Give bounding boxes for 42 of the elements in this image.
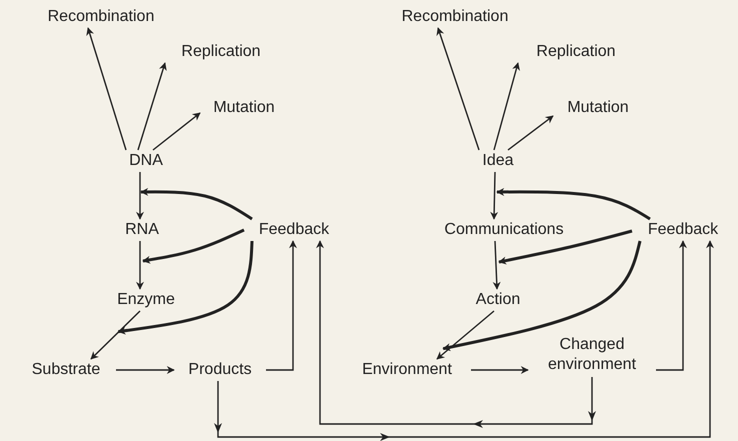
node-label: Replication bbox=[181, 42, 261, 62]
arrow bbox=[140, 188, 253, 220]
arrow bbox=[492, 240, 501, 290]
node-label: Products bbox=[188, 360, 252, 380]
arrow bbox=[508, 115, 554, 151]
arrow bbox=[496, 188, 651, 220]
node-label: Feedback bbox=[258, 220, 330, 240]
node-label: Enzyme bbox=[117, 290, 175, 310]
arrow bbox=[90, 310, 140, 360]
arrow bbox=[86, 27, 127, 150]
arrow bbox=[118, 240, 254, 335]
arrow bbox=[136, 241, 144, 290]
arrow bbox=[217, 240, 714, 438]
node-label: Idea bbox=[482, 151, 514, 171]
arrow bbox=[152, 112, 201, 151]
arrow bbox=[656, 240, 687, 371]
arrow bbox=[498, 230, 632, 264]
node-label: Environment bbox=[362, 360, 452, 380]
node-label: Mutation bbox=[567, 98, 629, 118]
arrow bbox=[137, 62, 167, 150]
node-label: Action bbox=[476, 290, 520, 310]
node-label: Communications bbox=[444, 220, 564, 240]
node-label: RNA bbox=[125, 220, 159, 240]
arrow bbox=[136, 172, 144, 220]
arrow bbox=[471, 366, 529, 374]
node-label: Substrate bbox=[32, 360, 100, 380]
arrow bbox=[316, 240, 593, 425]
node-label: DNA bbox=[129, 151, 163, 171]
arrow bbox=[266, 240, 297, 371]
node-label: Feedback bbox=[648, 220, 718, 240]
node-label: Recombination bbox=[402, 7, 508, 27]
node-label: Replication bbox=[536, 42, 616, 62]
node-label: Changed environment bbox=[546, 335, 638, 375]
arrow bbox=[436, 27, 480, 150]
arrow bbox=[490, 172, 498, 220]
arrow bbox=[493, 62, 520, 150]
arrow bbox=[142, 228, 245, 264]
arrow bbox=[436, 310, 494, 360]
arrow bbox=[442, 240, 642, 352]
node-label: Mutation bbox=[213, 98, 275, 118]
arrow bbox=[116, 366, 175, 374]
node-label: Recombination bbox=[48, 7, 154, 27]
